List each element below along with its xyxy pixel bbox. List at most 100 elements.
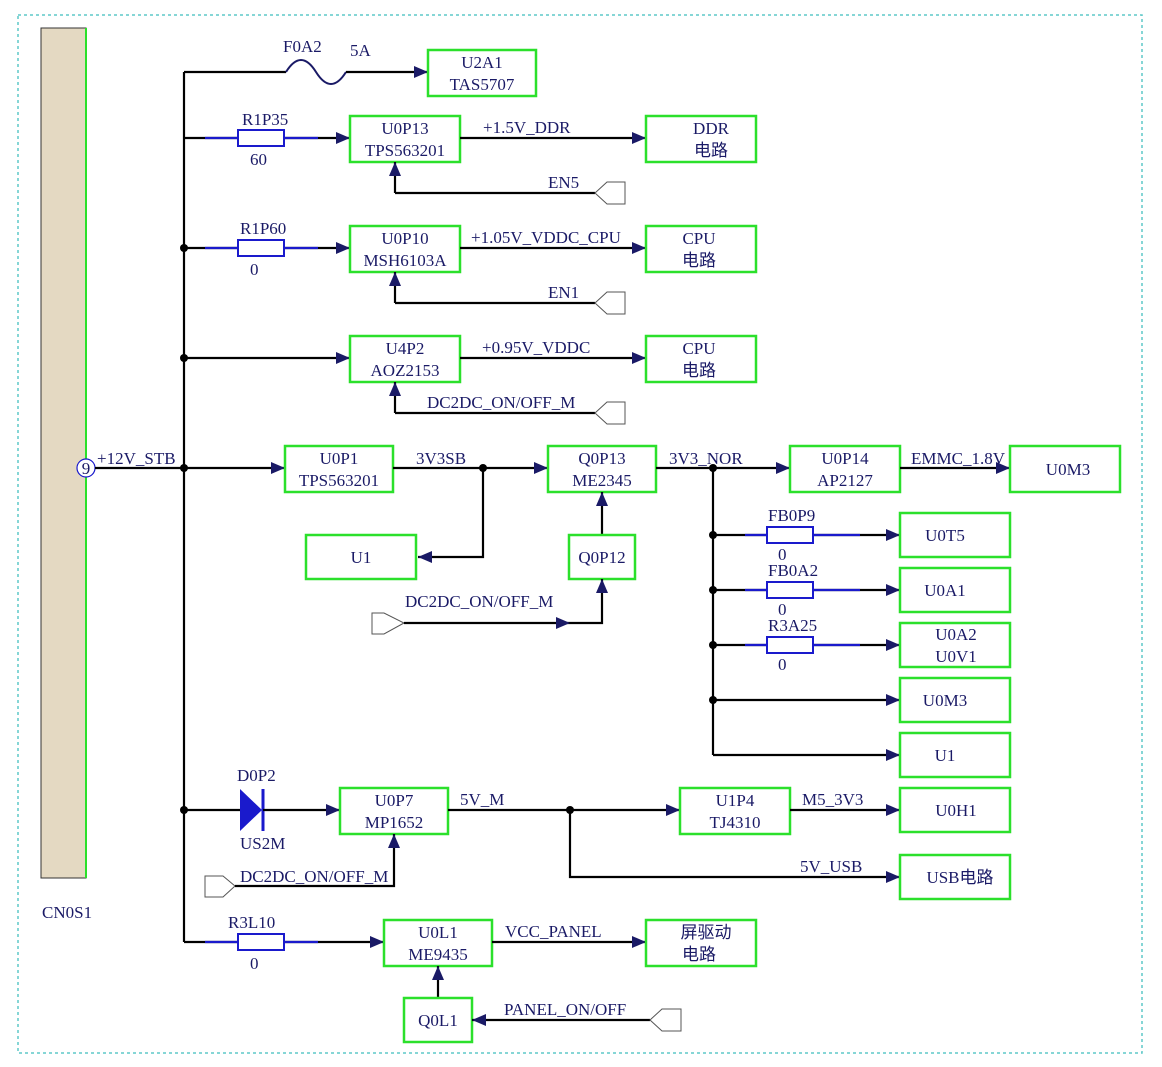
cpu1-dest-2: 电路 [682, 251, 716, 270]
nor-load-dest: U0T5 [925, 526, 965, 545]
u0p1-part: TPS563201 [299, 471, 379, 490]
block-u2a1-part: TAS5707 [450, 75, 515, 94]
nor-load-res-val: 0 [778, 545, 787, 564]
panel-dest-1: 屏驱动 [681, 923, 732, 942]
block-u2a1-ref: U2A1 [461, 53, 503, 72]
net-cpu1: +1.05V_VDDC_CPU [471, 228, 621, 247]
ddr-dest-2: 电路 [694, 141, 728, 160]
fuse-ref: F0A2 [283, 37, 322, 56]
nor-load-block [898, 621, 1012, 669]
net-vcc-panel: VCC_PANEL [505, 922, 602, 941]
net-m5-3v3: M5_3V3 [802, 790, 863, 809]
net-cpu2: +0.95V_VDDC [482, 338, 590, 357]
q0l1-ref: Q0L1 [418, 1011, 458, 1030]
net-12v-stb: +12V_STB [97, 449, 176, 468]
fuse-rating: 5A [350, 41, 372, 60]
nor-load-dest: U1 [935, 746, 956, 765]
u0p14-part: AP2127 [817, 471, 873, 490]
nor-load-res-val: 0 [778, 600, 787, 619]
block-u0p10 [348, 224, 462, 274]
cpu2-dest-1: CPU [682, 339, 715, 358]
u1p4-ref: U1P4 [716, 791, 755, 810]
emmc-dest: U0M3 [1046, 460, 1090, 479]
nor-load-block [898, 676, 1012, 724]
u0h1-label: U0H1 [935, 801, 977, 820]
block-ddr [644, 114, 758, 164]
r1p60-val: 0 [250, 260, 259, 279]
nor-load-dest: U0M3 [923, 691, 967, 710]
nor-load-res-ref: FB0P9 [768, 506, 815, 525]
r3l10-val: 0 [250, 954, 259, 973]
u0p1-ref: U0P1 [320, 449, 359, 468]
resistor-r3l10 [237, 933, 285, 951]
block-u1p4 [678, 786, 792, 836]
panel-dest-2: 电路 [682, 945, 716, 964]
nor-load-block [898, 731, 1012, 779]
u0p7-part: MP1652 [365, 813, 424, 832]
block-u1 [304, 533, 418, 581]
port-flag [371, 612, 406, 635]
connector-body [40, 27, 87, 879]
d0p2-ref: D0P2 [237, 766, 276, 785]
r1p35-ref: R1P35 [242, 110, 288, 129]
panel-ctrl: PANEL_ON/OFF [504, 1000, 626, 1019]
port-flag [204, 875, 236, 898]
net-3v3sb: 3V3SB [416, 449, 466, 468]
block-cpu1 [644, 224, 758, 274]
block-panel-driver [644, 918, 758, 968]
en1-label: EN1 [548, 283, 579, 302]
usb-label: USB电路 [926, 868, 993, 887]
connector-label: CN0S1 [42, 903, 92, 922]
net-emmc: EMMC_1.8V [911, 449, 1006, 468]
block-usb [898, 853, 1012, 901]
u0p7-enable: DC2DC_ON/OFF_M [240, 867, 388, 886]
cpu2-enable: DC2DC_ON/OFF_M [427, 393, 575, 412]
diode-symbol [240, 789, 262, 831]
u0p14-ref: U0P14 [821, 449, 869, 468]
u0p10-ref: U0P10 [381, 229, 428, 248]
nor-load-resistor [766, 636, 814, 654]
block-u2a1 [426, 48, 538, 98]
q0p13-part: ME2345 [572, 471, 632, 490]
u0p13-part: TPS563201 [365, 141, 445, 160]
u0p13-ref: U0P13 [381, 119, 428, 138]
u1-label: U1 [351, 548, 372, 567]
block-cpu2 [644, 334, 758, 384]
net-ddr: +1.5V_DDR [483, 118, 571, 137]
u0p10-part: MSH6103A [363, 251, 447, 270]
fuse-symbol [285, 59, 347, 85]
block-u0p13 [348, 114, 462, 164]
block-u0m3-emmc [1008, 444, 1122, 494]
net-5v-m: 5V_M [460, 790, 504, 809]
port-flag [594, 401, 626, 425]
r1p60-ref: R1P60 [240, 219, 286, 238]
nor-load-res-ref: R3A25 [768, 616, 817, 635]
q0p12-ctrl: DC2DC_ON/OFF_M [405, 592, 553, 611]
en5-label: EN5 [548, 173, 579, 192]
d0p2-part: US2M [240, 834, 285, 853]
r1p35-val: 60 [250, 150, 267, 169]
block-u4p2 [348, 334, 462, 384]
diagram-frame [17, 14, 1143, 1054]
resistor-r1p60 [237, 239, 285, 257]
nor-load-resistor [766, 581, 814, 599]
nor-load-block [898, 566, 1012, 614]
u1p4-part: TJ4310 [710, 813, 761, 832]
nor-load-dest: U0A2 [935, 625, 977, 644]
nor-load-dest-2: U0V1 [935, 647, 977, 666]
arrow [414, 66, 428, 78]
u4p2-ref: U4P2 [386, 339, 425, 358]
nor-load-resistor [766, 526, 814, 544]
resistor-r1p35 [237, 129, 285, 147]
port-flag [594, 291, 626, 315]
port-flag [649, 1008, 682, 1032]
q0p13-ref: Q0P13 [578, 449, 625, 468]
q0p12-ref: Q0P12 [578, 548, 625, 567]
port-flag [594, 181, 626, 205]
net-5v-usb: 5V_USB [800, 857, 862, 876]
u4p2-part: AOZ2153 [371, 361, 440, 380]
nor-load-res-val: 0 [778, 655, 787, 674]
net-3v3-nor: 3V3_NOR [669, 449, 743, 468]
u0l1-ref: U0L1 [418, 923, 458, 942]
